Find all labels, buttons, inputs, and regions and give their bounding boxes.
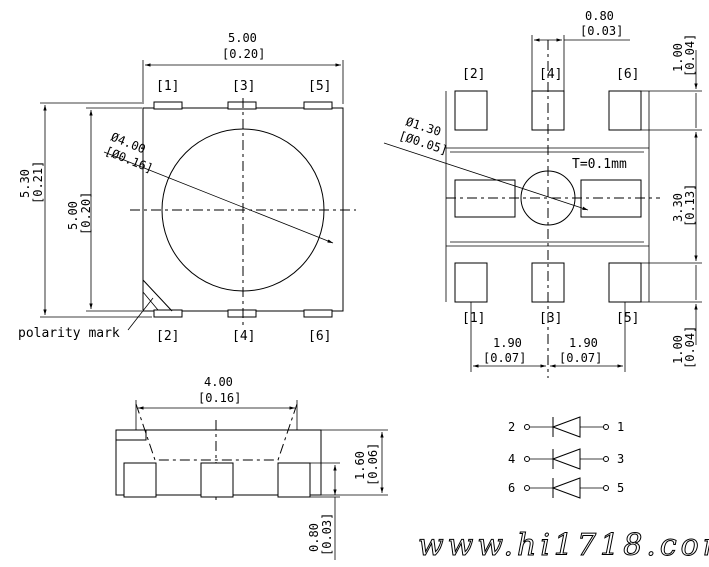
pin-label-5: [5] [308,79,331,94]
gap-mm: 3.30 [671,193,685,222]
diode-triangle [551,416,581,438]
height-in: [0.20] [79,192,93,235]
polarity-chamfer [142,279,173,312]
diode-triangle [551,477,581,499]
pad-height-in: [0.04] [683,34,697,77]
pad-height2-in: [0.04] [683,326,697,369]
circle-leader [103,151,334,244]
side-pad-right [277,462,311,498]
side-width-in: [0.16] [198,391,241,405]
side-height-mm: 1.60 [353,451,367,480]
top-pad-3 [227,101,257,110]
pin-label-3: [3] [232,79,255,94]
schematic-pin-6: 6 [508,481,515,495]
pin-label-6: [6] [308,329,331,344]
spacing1-mm: 1.90 [493,336,522,350]
watermark: www.hi1718.com [418,528,709,563]
schematic-pin-4: 4 [508,452,515,466]
diode-triangle [551,448,581,470]
bottom-pad-4 [227,309,257,318]
pad-view: Ø1.30 [Ø0.05] T=0.1mm [2] [4] [6] [1] [3… [383,9,702,378]
pad-label-2: [2] [462,67,485,82]
thickness-label: T=0.1mm [572,157,627,172]
hole-leader [383,142,589,211]
pitch-in: [0.03] [580,24,623,38]
terminal-dot [603,456,609,462]
schematic-pin-2: 2 [508,420,515,434]
spacing2-mm: 1.90 [569,336,598,350]
side-notch [115,429,147,441]
outer-height-mm: 5.30 [18,169,32,198]
pad-label-3: [3] [539,311,562,326]
schematic-pin-1: 1 [617,420,624,434]
pad-5 [608,262,642,303]
terminal-dot [524,485,530,491]
height-mm: 5.00 [66,201,80,230]
pin-label-4: [4] [232,329,255,344]
middle-pad-left [454,179,516,218]
terminal-dot [603,485,609,491]
pad-height2-mm: 1.00 [671,335,685,364]
pin-label-1: [1] [156,79,179,94]
polarity-label: polarity mark [18,326,120,341]
pad-label-5: [5] [616,311,639,326]
terminal-dot [603,424,609,430]
polarity-leader [127,297,154,331]
outer-height-in: [0.21] [31,161,45,204]
schematic-pin-3: 3 [617,452,624,466]
pad-label-6: [6] [616,67,639,82]
pitch-mm: 0.80 [585,9,614,23]
pin-label-2: [2] [156,329,179,344]
side-pad-middle [200,462,234,498]
side-view: 4.00 [0.16] 1.60 [0.06] 0.80 [0.03] [115,375,388,560]
side-pad-mm: 0.80 [307,523,321,552]
schematic-pin-5: 5 [617,481,624,495]
width-mm: 5.00 [228,31,257,45]
diode-row: 6 5 [508,477,624,499]
pad-label-4: [4] [539,67,562,82]
side-lens-outline [135,403,298,461]
spacing2-in: [0.07] [559,351,602,365]
side-pad-in: [0.03] [320,513,334,556]
spacing1-in: [0.07] [483,351,526,365]
side-height-in: [0.06] [366,443,380,486]
side-pad-left [123,462,157,498]
middle-pad-right [580,179,642,218]
pad-label-1: [1] [462,311,485,326]
pad-1 [454,262,488,303]
width-in: [0.20] [222,47,265,61]
diode-row: 2 1 [508,416,624,438]
top-pad-5 [303,101,333,110]
bottom-pad-2 [153,309,183,318]
top-view: polarity mark [1] [3] [5] [2] [4] [6] 5.… [18,31,356,344]
terminal-dot [524,424,530,430]
side-width-mm: 4.00 [204,375,233,389]
pad-height-mm: 1.00 [671,43,685,72]
top-pad-1 [153,101,183,110]
pad-6 [608,90,642,131]
diode-row: 4 3 [508,448,624,470]
bottom-pad-6 [303,309,333,318]
gap-in: [0.13] [683,184,697,227]
diode-schematic: 2 1 4 3 6 5 [508,416,624,499]
pad-2 [454,90,488,131]
terminal-dot [524,456,530,462]
